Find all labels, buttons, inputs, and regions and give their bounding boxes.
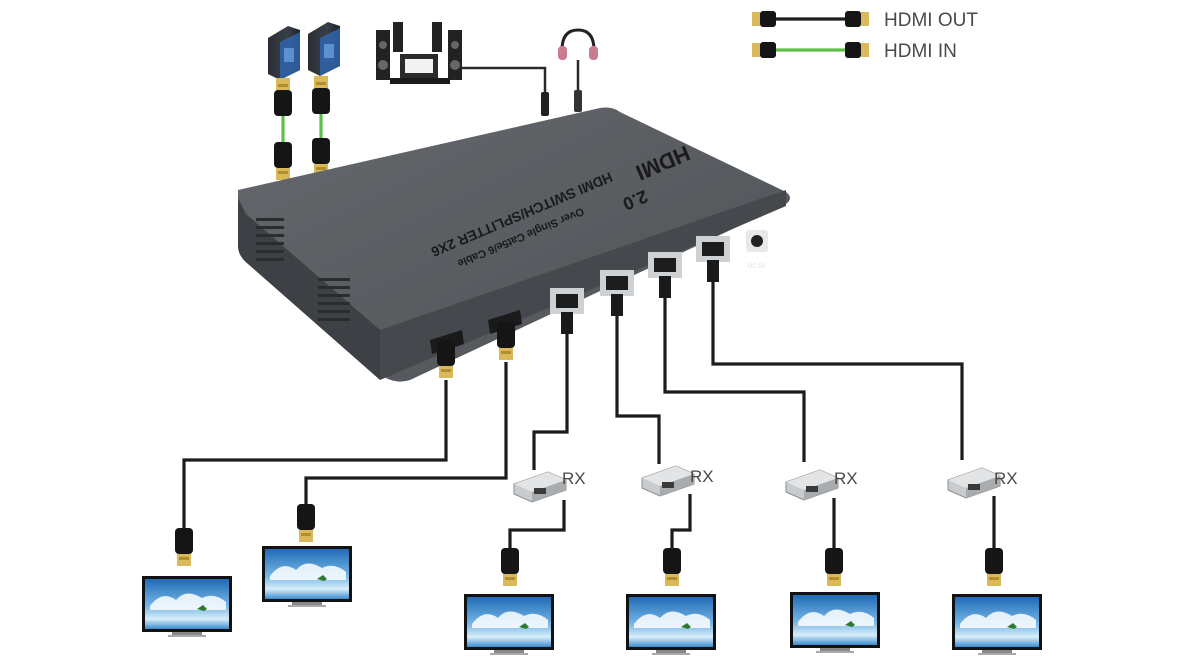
audio-plug-icon: [541, 92, 549, 116]
hdmi-out-cable-2: [297, 322, 515, 542]
tv-display-icon: [626, 594, 716, 655]
receiver-4: RX: [947, 467, 1018, 548]
cat-cable-4: [707, 260, 964, 460]
rx-box-icon: [785, 469, 839, 501]
home-theater-speakers-icon: [376, 22, 462, 84]
cat-cable-3: [659, 276, 806, 462]
legend-hdmi-in-label: HDMI IN: [884, 41, 957, 62]
legend-hdmi-out-label: HDMI OUT: [884, 10, 978, 31]
tv-display-icon: [142, 576, 232, 637]
rj45-port-4: [696, 236, 730, 262]
rx-box-icon: [947, 467, 1001, 499]
audio-cable-speakers: [462, 66, 547, 96]
hdmi-out-cable-1: [175, 340, 455, 566]
hdmi-switch-splitter-device: HDMI SWITCH/SPLITTER 2X6 Over Single Cat…: [238, 107, 790, 382]
rx-label: RX: [562, 469, 586, 488]
legend-hdmi-in: HDMI IN: [752, 41, 957, 62]
power-port: DC 5V: [746, 230, 768, 270]
rj45-port-3: [648, 252, 682, 278]
legend-hdmi-out: HDMI OUT: [752, 10, 978, 31]
pc-tower-icon: [308, 22, 340, 76]
rx-box-icon: [513, 471, 567, 503]
tv-display-icon: [952, 594, 1042, 655]
rx-label: RX: [690, 467, 714, 486]
audio-plug-icon: [574, 90, 582, 112]
receiver-3: RX: [785, 469, 858, 548]
tv-display-icon: [790, 592, 880, 653]
hdmi-in-cable-2: [312, 76, 330, 176]
cable-plug-icon: [985, 548, 1003, 586]
cable-plug-icon: [752, 42, 869, 58]
tv-display-icon: [262, 546, 352, 607]
cable-plug-icon: [825, 548, 843, 586]
vent-grille: [256, 218, 350, 321]
pc-tower-icon: [268, 26, 300, 80]
legend: HDMI OUT HDMI IN: [752, 10, 978, 62]
headphones-icon: [558, 28, 598, 60]
power-label: DC 5V: [748, 264, 766, 270]
rx-label: RX: [994, 469, 1018, 488]
cable-plug-icon: [501, 548, 519, 586]
cat-cable-2: [611, 294, 661, 464]
source-pc-2: [308, 22, 340, 76]
source-pc-1: [268, 26, 300, 80]
rx-label: RX: [834, 469, 858, 488]
receiver-2: RX: [641, 465, 714, 548]
receiver-1: RX: [508, 469, 586, 548]
tv-display-icon: [464, 594, 554, 655]
rj45-port-1: [550, 288, 584, 314]
rj45-port-2: [600, 270, 634, 296]
cable-plug-icon: [663, 548, 681, 586]
cat-cable-1: [532, 312, 573, 470]
cable-plug-icon: [752, 11, 869, 27]
rx-box-icon: [641, 465, 695, 497]
hdmi-in-cable-1: [274, 78, 292, 180]
